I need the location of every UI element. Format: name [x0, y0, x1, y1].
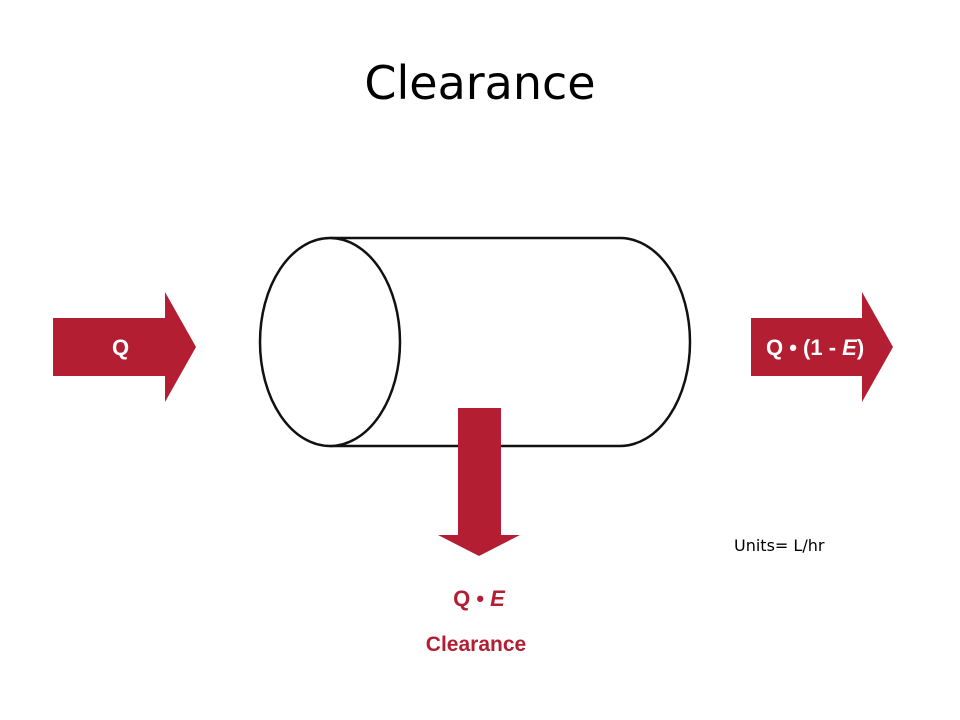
inflow-arrow-shape: [53, 292, 196, 402]
outflow-arrow: Q • (1 - E): [751, 292, 893, 402]
slide-title: Clearance: [364, 56, 596, 110]
inflow-label: Q: [112, 335, 129, 360]
inflow-arrow: Q: [53, 292, 196, 402]
organ-cylinder: [258, 236, 692, 448]
extraction-arrow-shape: [438, 408, 520, 556]
outflow-label: Q • (1 - E): [766, 335, 864, 360]
outflow-arrow-shape: [751, 292, 893, 402]
extraction-label: Q • E: [453, 586, 506, 611]
cylinder-body: [330, 236, 692, 448]
units-note: Units= L/hr: [734, 536, 825, 555]
extraction-arrow: Q • E Clearance: [426, 408, 526, 656]
extraction-caption: Clearance: [426, 633, 526, 656]
cylinder-front-face: [258, 236, 402, 448]
